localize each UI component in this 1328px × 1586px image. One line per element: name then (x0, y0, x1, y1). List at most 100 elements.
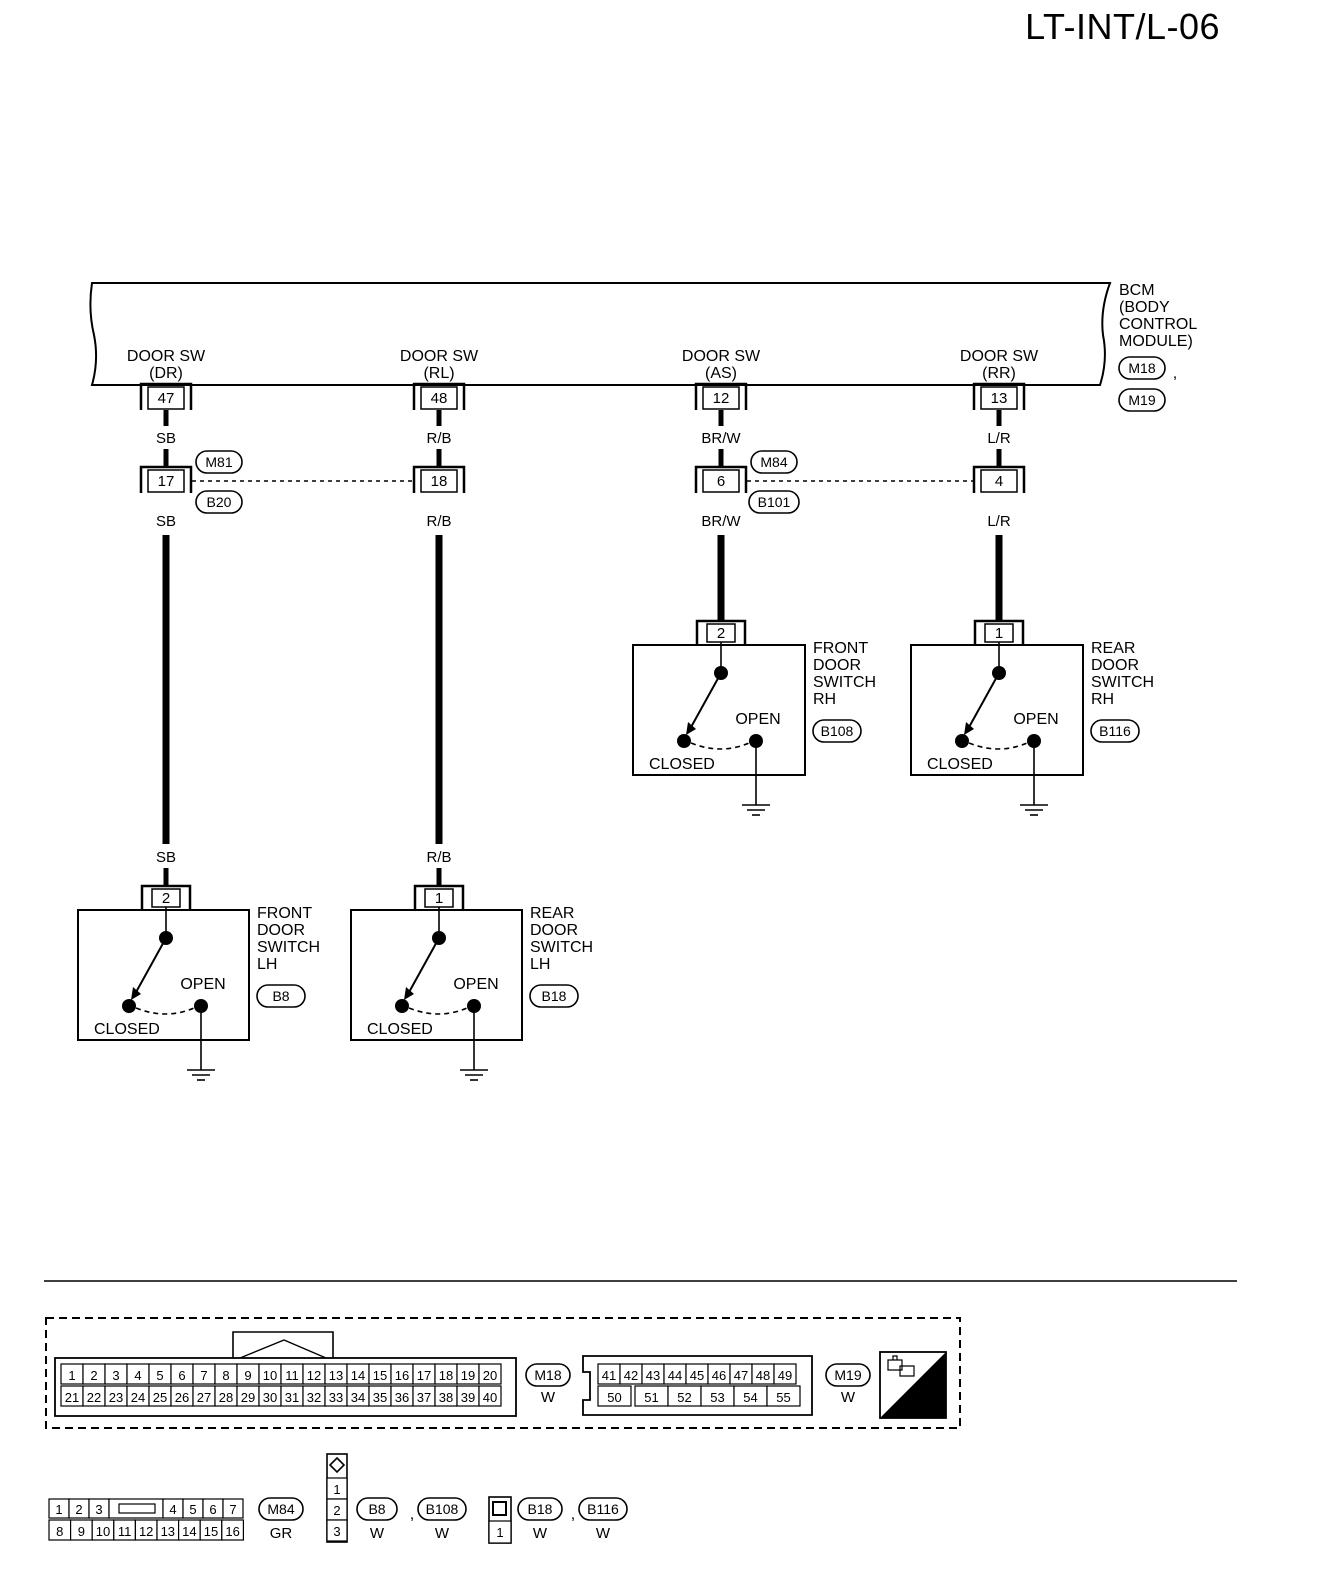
bcm-pin-function-sub: (AS) (705, 365, 737, 382)
switch-name-line: FRONT (257, 905, 312, 922)
bcm-pin-box-pin: 13 (991, 390, 1008, 407)
connector-id-b108 (417, 1497, 467, 1521)
joint-connector-pin-box-housing (412, 465, 466, 493)
switch-closed-label: CLOSED (94, 1021, 160, 1038)
bcm-connector-m19 (1118, 388, 1166, 412)
m18-row1-pin: 4 (134, 1368, 141, 1383)
b8-pin: 3 (333, 1524, 340, 1539)
m19-row1-pin: 49 (778, 1368, 792, 1383)
switch-closed-contact (122, 999, 136, 1013)
wire-color-label: R/B (426, 849, 451, 866)
bcm-pin-function-sub: (RL) (423, 365, 454, 382)
bcm-pin-box (420, 386, 458, 410)
connector-color-b18: W (533, 1525, 548, 1542)
switch-open-label: OPEN (1013, 711, 1058, 728)
switch-connector-id-label: B116 (1099, 723, 1131, 739)
switch-name-line: RH (1091, 691, 1114, 708)
connector-id-b8-label: B8 (368, 1501, 385, 1517)
connector-separator: , (571, 1506, 575, 1523)
switch-connector-id (529, 984, 579, 1008)
switch-name-line: SWITCH (530, 939, 593, 956)
bcm-pin-box (980, 386, 1018, 410)
switch-connector-id-label: B8 (272, 988, 289, 1004)
bcm-pin-box (147, 386, 185, 410)
switch-pin-number: 1 (435, 890, 443, 907)
joint-connector-m84-label: M84 (760, 454, 787, 470)
m19-row1-pin: 45 (690, 1368, 704, 1383)
door-switch-body (77, 909, 250, 1041)
switch-arm (689, 672, 722, 730)
joint-connector-pin-box (420, 469, 458, 493)
joint-connector-pin-box-pin: 17 (158, 473, 175, 490)
m18-row1-cell (478, 1363, 502, 1385)
b8-pin: 2 (333, 1503, 340, 1518)
bcm-module-box (89, 282, 1112, 386)
m18-latch-ridge (239, 1339, 327, 1359)
bcm-label-line: BCM (1119, 282, 1155, 299)
hs-badge-fill (880, 1352, 946, 1418)
m18-row1-pin: 19 (461, 1368, 475, 1383)
wire-color-label: BR/W (701, 513, 741, 530)
m18-row2-cell (478, 1385, 502, 1407)
wire-color-label: BR/W (701, 430, 741, 447)
switch-connector-id-label: B18 (542, 988, 567, 1004)
bcm-pin-function: DOOR SW (682, 348, 761, 365)
bcm-pin-box-pin: 12 (713, 390, 730, 407)
switch-connector-id (812, 719, 862, 743)
m19-row2-pin: 53 (710, 1390, 724, 1405)
connector-color-b108: W (435, 1525, 450, 1542)
m18-row1-pin: 3 (112, 1368, 119, 1383)
connector-separator: , (410, 1506, 414, 1523)
m19-row1-cell (773, 1363, 797, 1385)
door-switch-body (350, 909, 523, 1041)
m19-row1-pin: 46 (712, 1368, 726, 1383)
switch-name-line: SWITCH (813, 674, 876, 691)
m84-row1-cell (222, 1498, 244, 1519)
switch-name-line: LH (530, 956, 550, 973)
connector-views-frame (45, 1317, 961, 1429)
m84-row2-pin: 14 (182, 1524, 196, 1539)
m84-key-slot (118, 1503, 156, 1514)
m84-row1-pin: 7 (229, 1502, 236, 1517)
connector-separator: , (1173, 365, 1177, 382)
switch-closed-contact (955, 734, 969, 748)
m18-row2-pin: 25 (153, 1390, 167, 1405)
switch-name-line: SWITCH (257, 939, 320, 956)
switch-pin-number: 1 (995, 625, 1003, 642)
connector-id-m19-label: M19 (834, 1367, 861, 1383)
m84-row1-pin: 2 (75, 1502, 82, 1517)
switch-open-label: OPEN (735, 711, 780, 728)
joint-connector-b101-label: B101 (758, 494, 791, 510)
b8-key-icon (328, 1456, 346, 1474)
m18-row2-pin: 30 (263, 1390, 277, 1405)
m18-row2-pin: 29 (241, 1390, 255, 1405)
connector-id-b108-label: B108 (426, 1501, 459, 1517)
m18-row2-pin: 31 (285, 1390, 299, 1405)
connector-icon (887, 1355, 903, 1371)
switch-closed-contact (395, 999, 409, 1013)
connector-id-m19 (825, 1363, 871, 1387)
connector-id-b18 (517, 1497, 563, 1521)
hs-label: H.S. (908, 1396, 941, 1415)
m18-row2-pin: 34 (351, 1390, 365, 1405)
joint-connector-b20-label: B20 (207, 494, 232, 510)
bcm-pin-function-sub: (DR) (149, 365, 183, 382)
m19-housing (582, 1355, 813, 1416)
bcm-label-line: (BODY (1119, 299, 1170, 316)
m18-row1-pin: 15 (373, 1368, 387, 1383)
switch-connector-id (1090, 719, 1140, 743)
wire-color-label: L/R (987, 430, 1011, 447)
bcm-connector-m18 (1118, 356, 1166, 380)
switch-travel-arc (135, 1007, 195, 1015)
bcm-pin-box-pin: 47 (158, 390, 175, 407)
switch-pin-number: 2 (162, 890, 170, 907)
joint-connector-pin-box (147, 469, 185, 493)
switch-name-line: RH (813, 691, 836, 708)
bcm-pin-box-housing (972, 382, 1026, 410)
m19-row2-pin: 52 (677, 1390, 691, 1405)
b18-key-icon (492, 1501, 507, 1516)
m18-row2-pin: 32 (307, 1390, 321, 1405)
m84-row2-pin: 9 (78, 1524, 85, 1539)
m18-row1-pin: 17 (417, 1368, 431, 1383)
m18-row1-pin: 6 (178, 1368, 185, 1383)
